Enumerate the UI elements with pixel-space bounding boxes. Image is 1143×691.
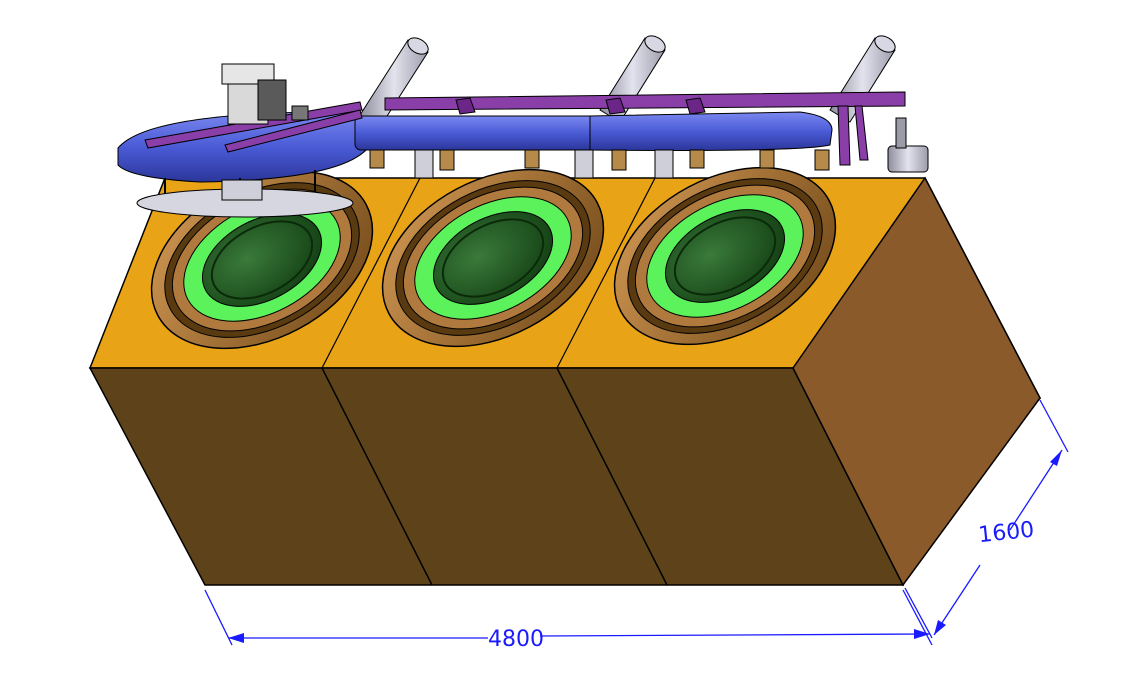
width-label: 1600	[977, 517, 1035, 548]
support-plate	[136, 170, 354, 218]
box-front-face	[88, 367, 905, 586]
pneumatic-cylinder	[887, 117, 929, 173]
dimension-length: 4800	[204, 589, 933, 652]
bowl-3	[613, 166, 837, 346]
bowl-1	[150, 170, 374, 350]
cylinder-1	[359, 37, 429, 128]
box-side-face	[792, 176, 1041, 587]
purple-arms	[144, 91, 906, 166]
disc-middle	[354, 115, 601, 151]
motor-assembly	[221, 63, 309, 125]
dimension-width: 1600	[904, 399, 1069, 639]
length-label: 4800	[488, 627, 544, 652]
top-divider-1	[321, 177, 421, 369]
bowl-2	[381, 168, 605, 348]
section-divider-2	[556, 367, 668, 586]
disc-right	[589, 111, 833, 151]
section-divider-1	[321, 367, 433, 586]
top-divider-2	[556, 177, 656, 369]
brackets	[369, 149, 830, 179]
